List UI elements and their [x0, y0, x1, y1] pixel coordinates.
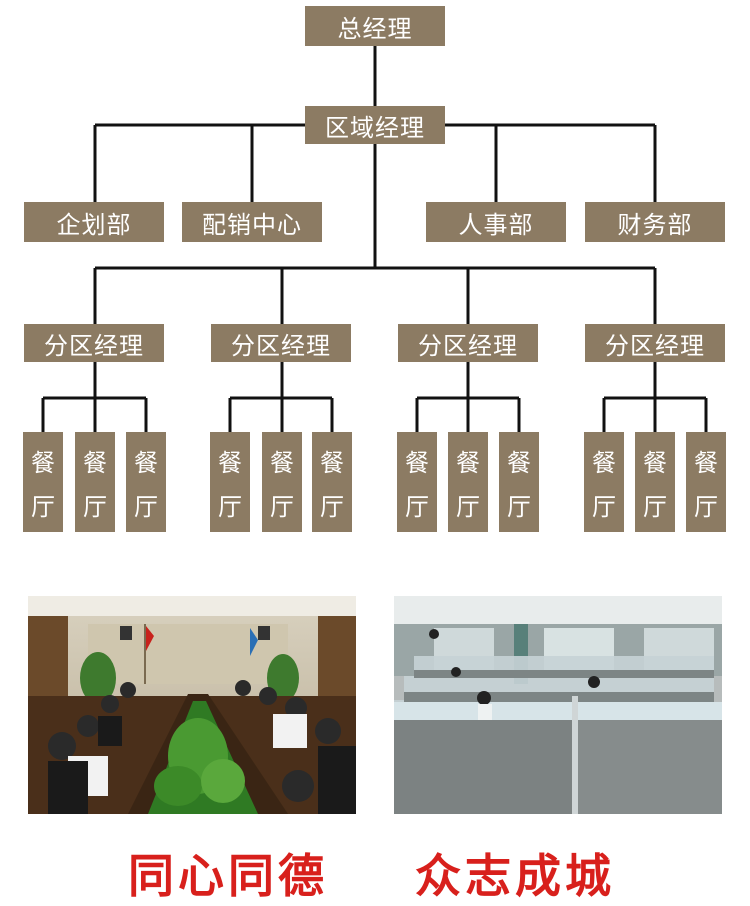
- restaurant-box: 餐 厅: [686, 432, 726, 532]
- restaurant-char: 厅: [83, 492, 107, 521]
- restaurant-box: 餐 厅: [262, 432, 302, 532]
- ceo-label: 总经理: [337, 14, 413, 43]
- restaurant-box: 餐 厅: [397, 432, 437, 532]
- restaurant-char: 餐: [270, 448, 294, 477]
- restaurant-char: 厅: [507, 492, 531, 521]
- dept-planning-box: 企划部: [24, 202, 164, 242]
- restaurant-box: 餐 厅: [23, 432, 63, 532]
- restaurant-box: 餐 厅: [126, 432, 166, 532]
- restaurant-char: 餐: [405, 448, 429, 477]
- dept-distribution-box: 配销中心: [182, 202, 322, 242]
- district-manager-box: 分区经理: [211, 324, 351, 362]
- restaurant-char: 厅: [31, 492, 55, 521]
- dept-hr-label: 人事部: [458, 210, 534, 239]
- office-cubicles-photo: [394, 596, 722, 814]
- restaurant-char: 厅: [218, 492, 242, 521]
- restaurant-char: 厅: [134, 492, 158, 521]
- org-chart-connectors: [41, 46, 708, 432]
- restaurant-char: 厅: [320, 492, 344, 521]
- ceo-box: 总经理: [305, 6, 445, 46]
- restaurant-box: 餐 厅: [448, 432, 488, 532]
- restaurant-char: 餐: [456, 448, 480, 477]
- slogan-left: 同心同德: [128, 849, 328, 903]
- restaurant-box: 餐 厅: [635, 432, 675, 532]
- district-manager-label: 分区经理: [418, 331, 518, 360]
- district-manager-box: 分区经理: [24, 324, 164, 362]
- restaurant-char: 餐: [218, 448, 242, 477]
- regional-manager-box: 区域经理: [305, 106, 445, 144]
- restaurant-char: 厅: [592, 492, 616, 521]
- slogan-right: 众志成城: [415, 849, 615, 903]
- restaurant-char: 厅: [694, 492, 718, 521]
- dept-finance-box: 财务部: [585, 202, 725, 242]
- restaurant-box: 餐 厅: [210, 432, 250, 532]
- restaurant-char: 餐: [320, 448, 344, 477]
- district-manager-label: 分区经理: [605, 331, 705, 360]
- restaurant-char: 餐: [592, 448, 616, 477]
- district-manager-label: 分区经理: [231, 331, 331, 360]
- dept-distribution-label: 配销中心: [202, 210, 302, 239]
- restaurant-char: 餐: [83, 448, 107, 477]
- restaurant-char: 餐: [694, 448, 718, 477]
- restaurant-box: 餐 厅: [499, 432, 539, 532]
- restaurant-char: 餐: [31, 448, 55, 477]
- restaurant-char: 厅: [270, 492, 294, 521]
- dept-planning-label: 企划部: [56, 210, 132, 239]
- regional-manager-label: 区域经理: [325, 113, 425, 142]
- district-manager-box: 分区经理: [585, 324, 725, 362]
- dept-finance-label: 财务部: [617, 210, 693, 239]
- restaurant-box: 餐 厅: [312, 432, 352, 532]
- restaurant-char: 餐: [643, 448, 667, 477]
- dept-hr-box: 人事部: [426, 202, 566, 242]
- restaurant-char: 餐: [507, 448, 531, 477]
- restaurant-box: 餐 厅: [75, 432, 115, 532]
- restaurant-char: 厅: [456, 492, 480, 521]
- restaurant-char: 厅: [643, 492, 667, 521]
- restaurant-char: 餐: [134, 448, 158, 477]
- restaurant-box: 餐 厅: [584, 432, 624, 532]
- district-manager-label: 分区经理: [44, 331, 144, 360]
- district-manager-box: 分区经理: [398, 324, 538, 362]
- meeting-room-photo: [28, 596, 356, 814]
- restaurant-char: 厅: [405, 492, 429, 521]
